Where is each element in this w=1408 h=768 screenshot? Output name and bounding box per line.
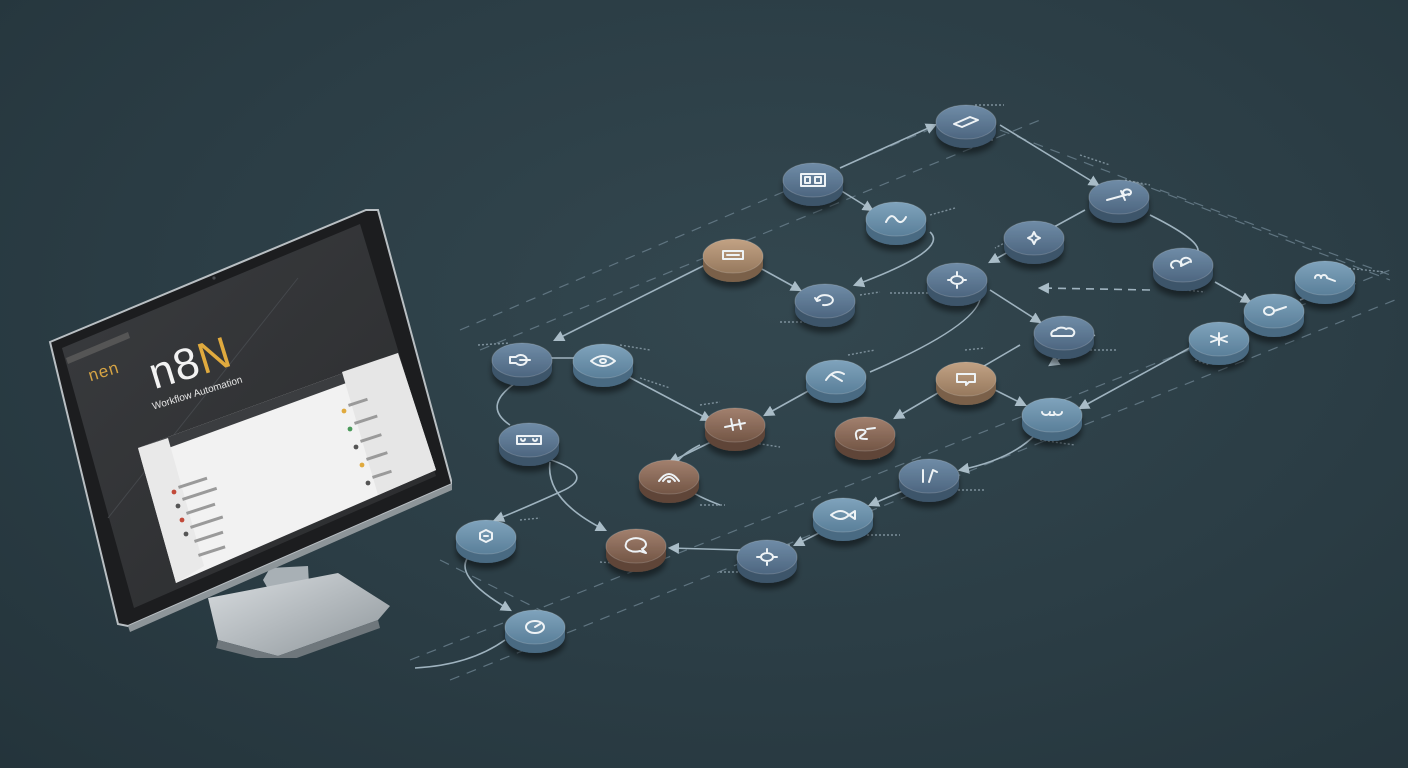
scissors-icon [1041,411,1063,416]
workflow-node[interactable] [736,539,798,583]
node-face [794,283,856,319]
eye-icon [590,355,616,367]
node-face [736,539,798,575]
brush-icon [953,116,979,128]
qr-grid-icon [800,173,826,187]
node-face [1294,260,1356,296]
workflow-node[interactable] [834,416,896,460]
node-face [1033,315,1095,351]
link-icon [1170,256,1192,269]
workflow-node[interactable] [491,342,553,386]
workflow-node[interactable] [1088,179,1150,223]
workflow-node[interactable] [572,343,634,387]
gear-icon [1027,231,1041,245]
workflow-node[interactable] [782,162,844,206]
node-face [1003,220,1065,256]
clock-icon [525,620,545,634]
chat-icon [956,373,976,386]
workflow-node[interactable] [702,238,764,282]
workflow-node[interactable] [812,497,874,541]
snake-icon [885,215,907,223]
workflow-node[interactable] [935,361,997,405]
fish-icon [830,510,856,520]
cloud-icon [1050,326,1076,337]
workflow-node[interactable] [805,359,867,403]
workflow-node[interactable] [498,422,560,466]
node-face [782,162,844,198]
workflow-node[interactable] [935,104,997,148]
film-icon [516,435,542,445]
workflow-node[interactable] [638,459,700,503]
node-face [812,497,874,533]
node-face [935,361,997,397]
workflow-node[interactable] [1294,260,1356,304]
app-window [138,353,436,583]
wifi-icon [658,473,680,483]
spark-icon [1210,332,1228,346]
ampersand-icon [854,427,876,440]
speech-icon [624,537,647,554]
monitor-drawing [48,209,452,658]
music-icon [922,469,938,483]
node-face [898,458,960,494]
workflow-node[interactable] [504,609,566,653]
workflow-node[interactable] [1152,247,1214,291]
cog-icon [756,548,778,566]
circuit-icon [1314,274,1336,282]
workflow-node[interactable] [865,201,927,245]
sun-icon [947,271,967,289]
connectors [414,123,1331,669]
node-face [572,343,634,379]
workflow-node[interactable] [455,519,517,563]
bug-icon [479,529,493,543]
workflow-node[interactable] [794,283,856,327]
workflow-node[interactable] [704,407,766,451]
workflow-node[interactable] [1243,293,1305,337]
workflow-node[interactable] [1021,397,1083,441]
workflow-node[interactable] [605,528,667,572]
monitor [48,208,452,658]
node-face [498,422,560,458]
workflow-node[interactable] [926,262,988,306]
leaf-icon [825,371,845,382]
rect-card-icon [722,250,744,260]
wrench-icon [724,418,746,431]
workflow-nodes [455,104,1356,653]
node-face [926,262,988,298]
mouse-icon [509,354,531,366]
node-face [605,528,667,564]
workflow-node[interactable] [1003,220,1065,264]
workflow-node[interactable] [1188,321,1250,365]
workflow-node[interactable] [898,458,960,502]
monitor-stand [208,566,390,658]
refresh-icon [814,294,834,307]
airplane-icon [1106,188,1132,201]
node-face [935,104,997,140]
key-icon [1263,306,1287,316]
workflow-node[interactable] [1033,315,1095,359]
